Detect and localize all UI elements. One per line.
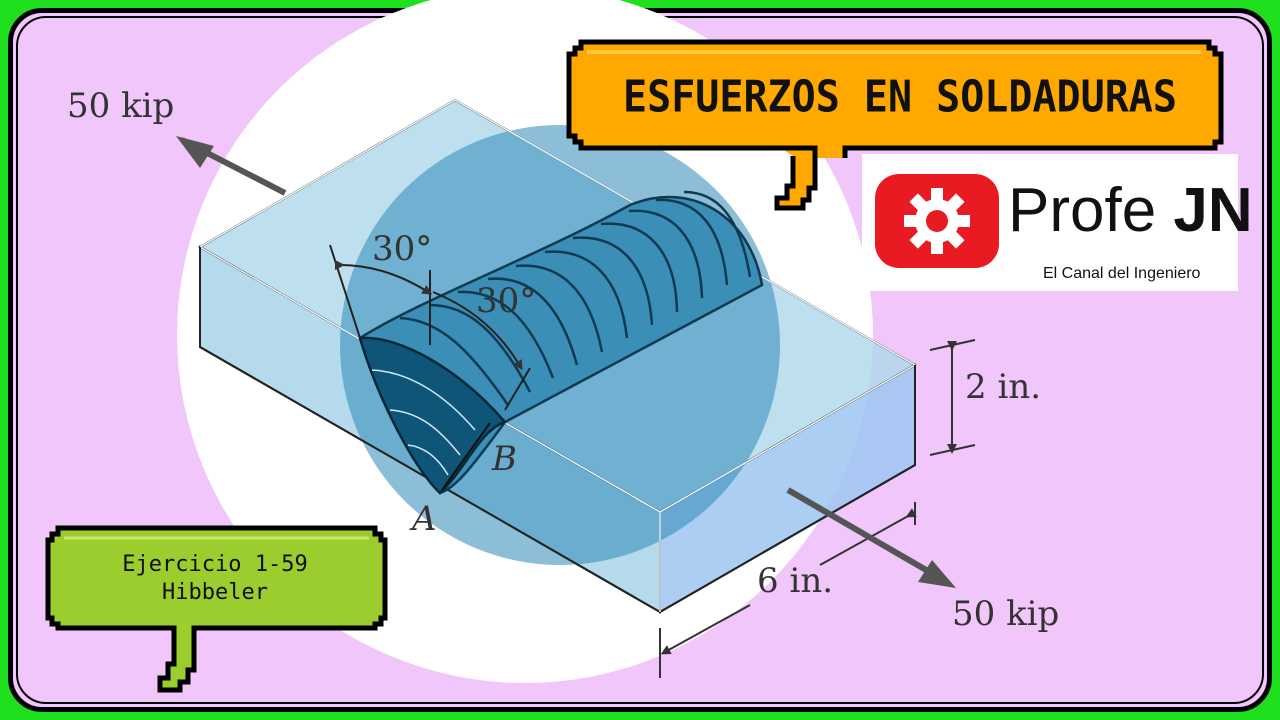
weld-section-line-3 (407, 444, 449, 476)
label-angle-2: 30° (476, 281, 536, 321)
weld-section-line-2 (389, 409, 461, 456)
label-length: 6 in. (757, 561, 833, 601)
exercise-bubble (45, 525, 388, 693)
force-arrow-bottom (786, 487, 942, 581)
label-force-top: 50 kip (67, 86, 174, 126)
logo-name-bold: JN (1173, 176, 1253, 245)
title-bubble (566, 39, 1224, 158)
angle-reference-line-3 (504, 367, 531, 411)
label-force-bottom: 50 kip (952, 594, 1059, 634)
logo-subtitle: El Canal del Ingeniero (1043, 265, 1201, 282)
weld-section-line-1 (371, 369, 476, 431)
angle-arc-2 (432, 291, 523, 371)
page-title: ESFUERZOS EN SOLDADURAS (623, 71, 1177, 123)
force-arrowhead-bottom (918, 560, 956, 588)
label-point-a: A (409, 499, 437, 539)
exercise-line-1: Ejercicio 1-59 (122, 552, 308, 577)
exercise-line-2: Hibbeler (162, 580, 268, 605)
line-ab (441, 422, 491, 491)
logo-name: Profe JN (1008, 180, 1253, 242)
exercise-label: Ejercicio 1-59 Hibbeler (60, 544, 370, 614)
length-dim-line-1 (819, 508, 917, 566)
title-bubble-tail (774, 145, 818, 211)
channel-logo: Profe JN El Canal del Ingeniero (862, 154, 1253, 291)
label-thickness: 2 in. (965, 367, 1041, 407)
label-point-b: B (491, 439, 517, 479)
force-arrowhead-top (176, 136, 214, 168)
label-angle-1: 30° (372, 229, 432, 269)
weld-ripples (399, 190, 752, 406)
angle-arc-1 (334, 259, 433, 295)
gear-icon (875, 174, 999, 268)
logo-name-regular: Profe (1008, 176, 1174, 245)
length-dim-line-2 (660, 604, 751, 655)
